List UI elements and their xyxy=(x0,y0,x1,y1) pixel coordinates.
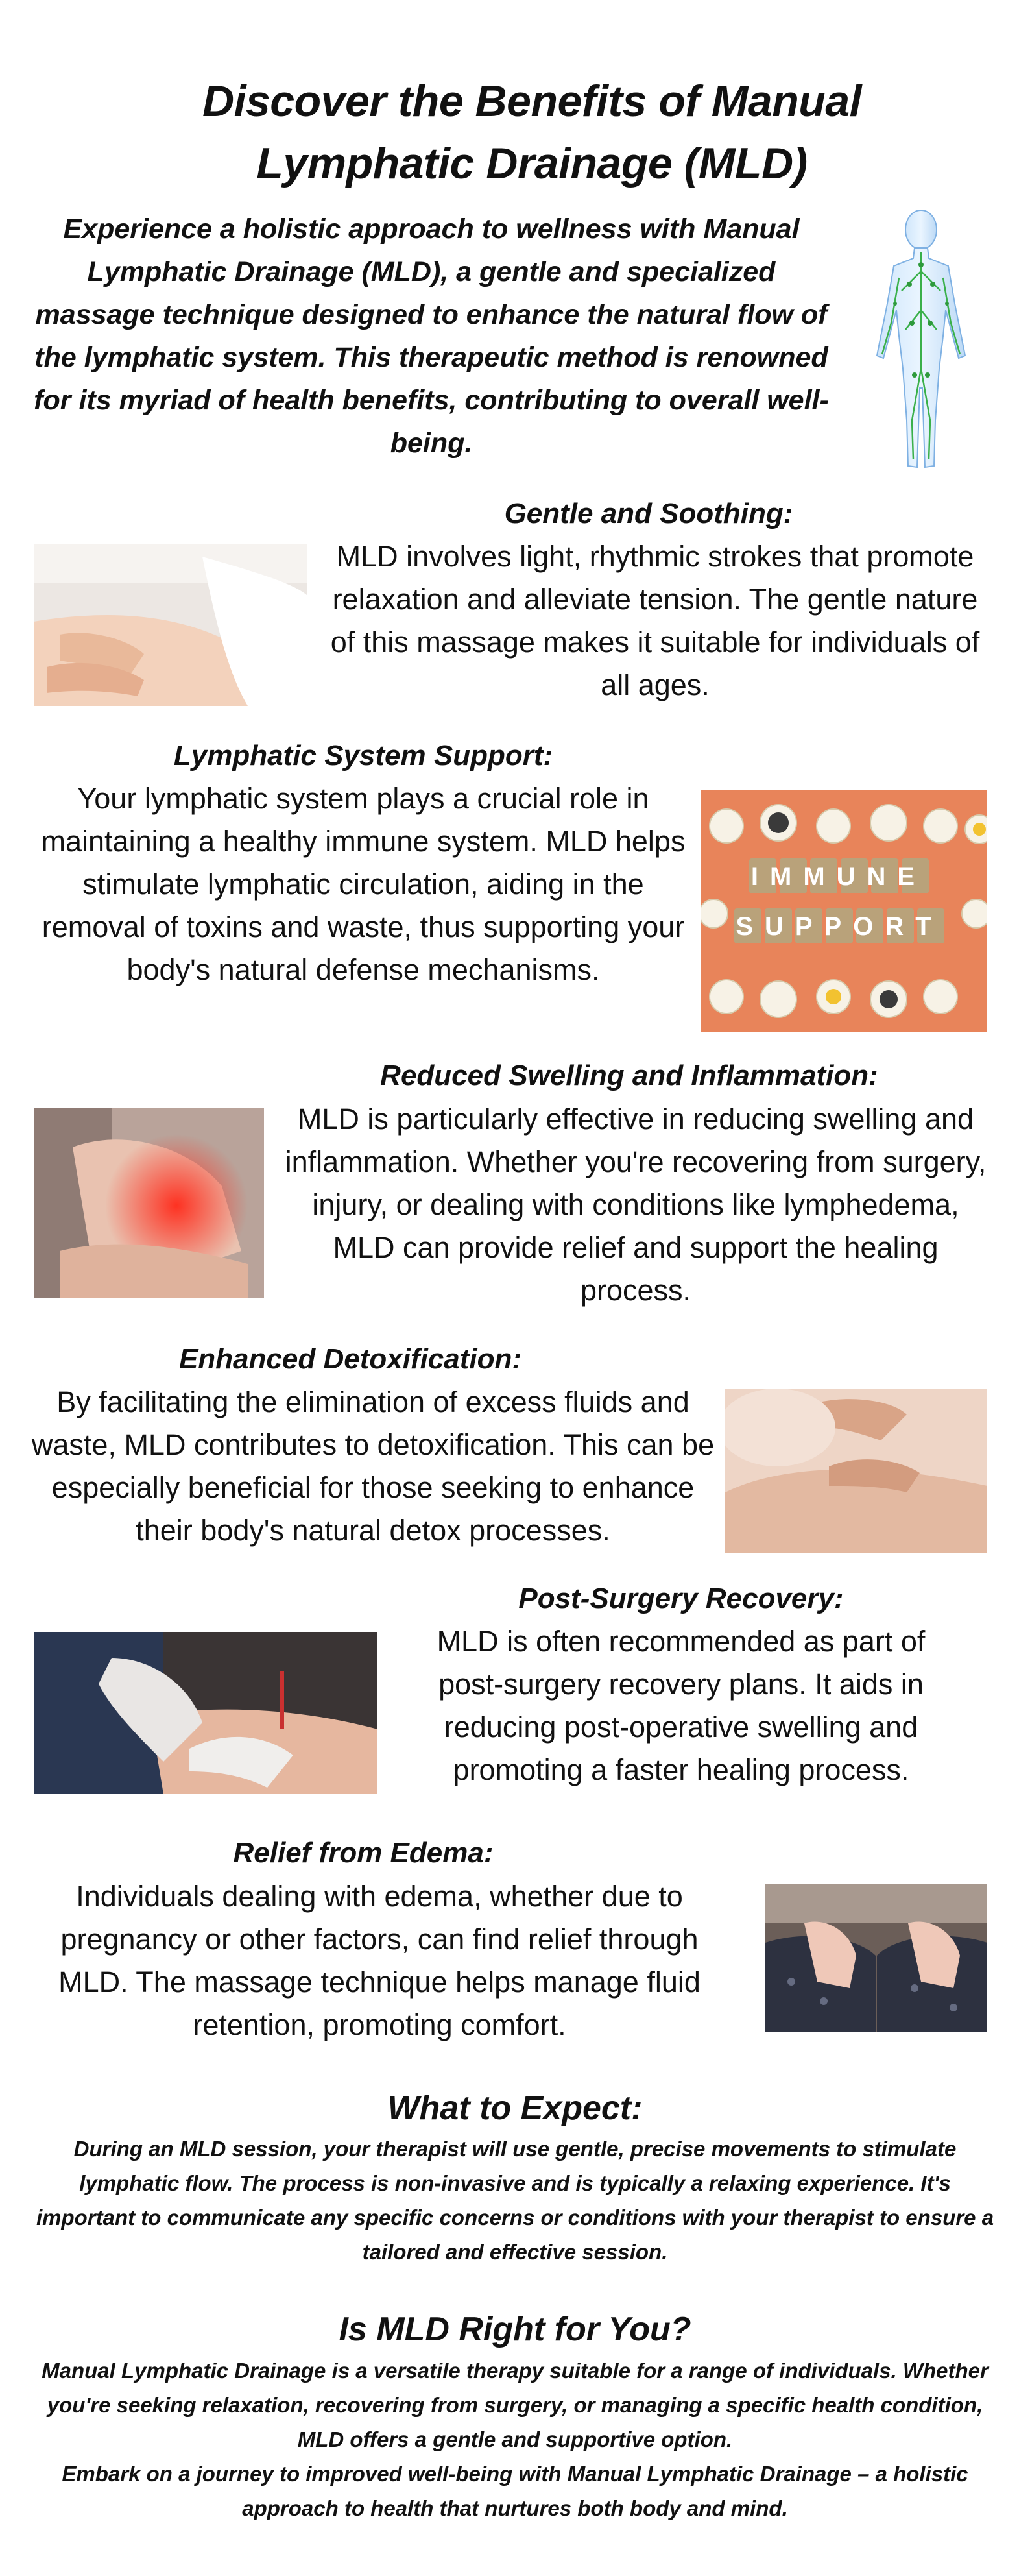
section-heading: Post-Surgery Recovery: xyxy=(518,1583,844,1614)
immune-text: IMMUNE xyxy=(751,862,926,891)
section-heading: Reduced Swelling and Inflammation: xyxy=(380,1060,878,1091)
massage-legs-photo xyxy=(34,544,307,706)
abdomen-massage-photo xyxy=(725,1389,987,1553)
section-body: Individuals dealing with edema, whether … xyxy=(58,1880,701,2041)
section-body: By facilitating the elimination of exces… xyxy=(31,1385,715,1547)
lymphatic-system-figure xyxy=(863,206,979,472)
section-heading: Enhanced Detoxification: xyxy=(178,1343,522,1375)
intro-text: Experience a holistic approach to wellne… xyxy=(34,213,829,459)
right-for-you-heading: Is MLD Right for You? xyxy=(339,2311,691,2348)
hands-on-knees-photo xyxy=(765,1884,987,2032)
expect-heading: What to Expect: xyxy=(387,2089,643,2127)
section-heading: Gentle and Soothing: xyxy=(504,498,793,529)
support-text: SUPPORT xyxy=(736,912,942,941)
section-heading: Lymphatic System Support: xyxy=(173,740,553,772)
section-body: MLD involves light, rhythmic strokes tha… xyxy=(330,540,980,701)
section-body: MLD is often recommended as part of post… xyxy=(437,1625,926,1786)
page-title: Discover the Benefits of Manual Lymphati… xyxy=(202,77,862,188)
closing-text: Embark on a journey to improved well-bei… xyxy=(62,2462,968,2520)
section-heading: Relief from Edema: xyxy=(233,1837,494,1869)
expect-body: During an MLD session, your therapist wi… xyxy=(36,2137,994,2264)
right-for-you-body: Manual Lymphatic Drainage is a versatile… xyxy=(42,2359,988,2451)
section-body: Your lymphatic system plays a crucial ro… xyxy=(41,782,686,986)
immune-support-photo: IMMUNE SUPPORT xyxy=(701,790,987,1032)
inflamed-hand-photo xyxy=(34,1108,264,1298)
post-surgery-photo xyxy=(34,1632,377,1794)
section-body: MLD is particularly effective in reducin… xyxy=(285,1102,987,1307)
